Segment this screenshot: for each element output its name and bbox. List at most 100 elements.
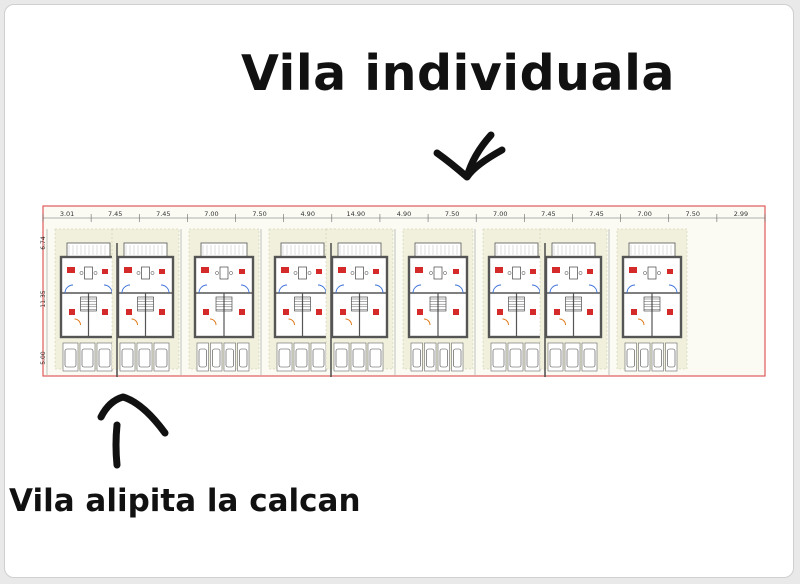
furniture — [530, 269, 536, 274]
door-swing — [412, 284, 422, 294]
dining-table — [433, 266, 443, 280]
entry-door — [637, 318, 645, 326]
car-icon — [667, 348, 676, 368]
bed — [587, 309, 593, 315]
car-icon — [412, 348, 421, 368]
furniture — [415, 267, 423, 273]
parking-bay — [564, 342, 581, 372]
dimension-label: 14.90 — [347, 210, 366, 218]
individual-villa — [616, 228, 688, 372]
chair — [215, 271, 219, 275]
parking-bay — [62, 342, 79, 372]
dimension-label: 4.90 — [300, 210, 314, 218]
car-icon — [225, 348, 234, 368]
bed — [316, 309, 322, 315]
door-swing — [374, 284, 384, 294]
car-icon — [492, 348, 505, 368]
door-swing — [103, 284, 113, 294]
bed — [554, 309, 560, 315]
car-icon — [81, 348, 94, 368]
dimension-label: 7.45 — [541, 210, 555, 218]
entry-door — [502, 318, 509, 326]
door-swing — [549, 284, 559, 294]
parking-bay — [638, 342, 651, 372]
dining-table — [569, 266, 578, 280]
duplex-villa — [268, 228, 394, 377]
dining-table — [141, 266, 150, 280]
duplex-villa — [54, 228, 180, 377]
terrace — [123, 242, 168, 258]
chair — [93, 271, 98, 275]
car-icon — [626, 348, 635, 368]
parking-bay — [424, 342, 437, 372]
door-swing — [626, 284, 636, 294]
dimension-label: 3.01 — [60, 210, 74, 218]
furniture — [629, 267, 637, 273]
bed — [417, 309, 423, 315]
chair — [229, 271, 233, 275]
bed — [530, 309, 536, 315]
chair — [429, 271, 433, 275]
furniture — [552, 267, 560, 273]
parking-bay — [237, 342, 250, 372]
arrow-down-icon — [433, 131, 506, 181]
parking-bay — [581, 342, 598, 372]
parking-bay — [410, 342, 423, 372]
individual-villa — [402, 228, 474, 372]
chair — [136, 271, 141, 275]
entry-door — [288, 318, 295, 326]
door-swing — [317, 284, 327, 294]
parking-bay — [651, 342, 664, 372]
chair — [643, 271, 647, 275]
chair — [507, 271, 512, 275]
door-swing — [335, 284, 345, 294]
furniture — [239, 269, 245, 274]
furniture — [281, 267, 289, 273]
bed — [239, 309, 245, 315]
parking-bay — [333, 342, 350, 372]
car-icon — [64, 348, 77, 368]
car-icon — [453, 348, 462, 368]
individual-villa — [188, 228, 260, 372]
parking-bay — [210, 342, 223, 372]
chair — [350, 271, 355, 275]
car-icon — [121, 348, 134, 368]
door-swing — [160, 284, 170, 294]
dining-table — [512, 266, 521, 280]
bed — [102, 309, 108, 315]
entry-door — [74, 318, 81, 326]
parking-bay — [451, 342, 464, 372]
terrace — [551, 242, 596, 258]
label-individual-villa: Vila individuala — [241, 45, 675, 102]
vertical-dimension-label: 6.74 — [40, 236, 47, 250]
door-swing — [278, 284, 288, 294]
furniture — [316, 269, 322, 274]
dimension-label: 7.45 — [108, 210, 122, 218]
dimension-label: 2.99 — [734, 210, 748, 218]
terrace — [337, 242, 382, 258]
parking-bay — [350, 342, 367, 372]
parking-bay — [490, 342, 507, 372]
car-icon — [653, 348, 662, 368]
door-swing — [121, 284, 131, 294]
dimension-label: 7.45 — [156, 210, 170, 218]
dining-table — [355, 266, 364, 280]
entry-door — [559, 318, 566, 326]
car-icon — [98, 348, 111, 368]
car-icon — [295, 348, 308, 368]
car-icon — [335, 348, 348, 368]
bed — [453, 309, 459, 315]
entry-door — [423, 318, 431, 326]
parking-bay — [624, 342, 637, 372]
car-icon — [640, 348, 649, 368]
car-icon — [352, 348, 365, 368]
dimension-label: 7.45 — [589, 210, 603, 218]
dimension-label: 7.00 — [637, 210, 651, 218]
chair — [79, 271, 84, 275]
door-swing — [198, 284, 208, 294]
door-swing — [64, 284, 74, 294]
furniture — [201, 267, 209, 273]
door-swing — [531, 284, 541, 294]
